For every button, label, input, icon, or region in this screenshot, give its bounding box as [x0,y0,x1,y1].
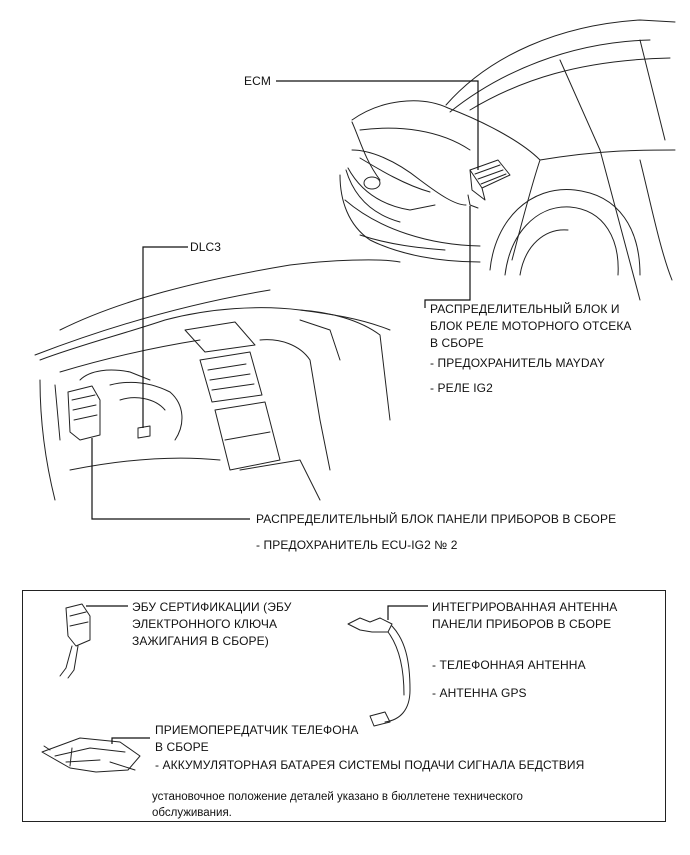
dashboard-illustration [34,259,401,501]
cert-ecu-line-1: ЭБУ СЕРТИФИКАЦИИ (ЭБУ [132,600,292,614]
cert-ecu-illustration [59,603,91,679]
ecu-ig2-fuse-item: - ПРЕДОХРАНИТЕЛЬ ECU-IG2 № 2 [256,538,458,552]
engine-block-line-1: РАСПРЕДЕЛИТЕЛЬНЫЙ БЛОК И [430,302,620,316]
mayday-fuse-item: - ПРЕДОХРАНИТЕЛЬ MAYDAY [430,356,605,370]
engine-block-line-2: БЛОК РЕЛЕ МОТОРНОГО ОТСЕКА [430,319,632,333]
ecm-label: ECM [244,74,271,88]
ig2-relay-item: - РЕЛЕ IG2 [430,381,493,395]
engine-block-leader [424,206,471,308]
cert-ecu-line-2: ЭЛЕКТРОННОГО КЛЮЧА [132,617,278,631]
ecm-leader [276,80,479,170]
antenna-line-1: ИНТЕГРИРОВАННАЯ АНТЕННА [432,600,618,614]
panel-block-leader [91,438,250,520]
parts-box [22,590,666,822]
antenna-illustration [347,617,411,727]
telephone-transceiver-illustration [41,737,141,773]
distress-battery-item: - АККУМУЛЯТОРНАЯ БАТАРЕЯ СИСТЕМЫ ПОДАЧИ … [155,758,585,772]
dlc3-label: DLC3 [190,240,222,254]
gps-antenna-item: - АНТЕННА GPS [432,686,527,700]
antenna-leader [387,605,428,620]
transceiver-line-1: ПРИЕМОПЕРЕДАТЧИК ТЕЛЕФОНА [155,723,359,737]
transceiver-leader [111,737,150,744]
panel-block-label: РАСПРЕДЕЛИТЕЛЬНЫЙ БЛОК ПАНЕЛИ ПРИБОРОВ В… [256,512,617,526]
engine-block-line-3: В СБОРЕ [430,336,484,350]
note-line-1: установочное положение деталей указано в… [152,791,523,803]
dlc3-leader [142,246,188,428]
note-line-2: обслуживания. [152,807,232,819]
transceiver-line-2: В СБОРЕ [155,740,209,754]
antenna-line-2: ПАНЕЛИ ПРИБОРОВ В СБОРЕ [432,617,612,631]
phone-antenna-item: - ТЕЛЕФОННАЯ АНТЕННА [432,658,586,672]
car-front-illustration [339,19,676,301]
cert-ecu-line-3: ЗАЖИГАНИЯ В СБОРЕ) [132,634,269,648]
